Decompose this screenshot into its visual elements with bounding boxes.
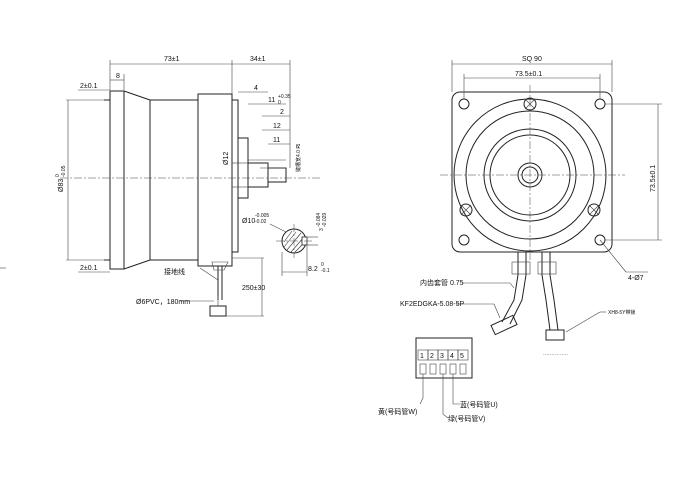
lead-cable-right: [541, 252, 551, 331]
dim-length: 73±1: [164, 56, 180, 63]
dim-pilot-dia-sup: 0: [55, 174, 61, 177]
dim-shaft-dia: Ø12: [223, 152, 230, 165]
dim-hole-spacing-h: 73.5±0.1: [515, 71, 542, 78]
mount-hole: [458, 234, 470, 246]
sleeve-label: 内齿套管 0.75: [420, 278, 464, 287]
dim-11-tol: 11: [268, 97, 275, 104]
dim-square: SQ 90: [522, 56, 542, 63]
connector-left: [490, 314, 518, 336]
dim-shaft-sec-dia: Ø10: [242, 218, 255, 225]
shaft: [247, 162, 269, 188]
pin-5: 5: [460, 353, 464, 360]
dim-pilot-dia-sub: -0.05: [61, 165, 67, 177]
dim-pilot-dia: Ø83: [58, 179, 65, 192]
dim-flat: 8.2: [308, 266, 318, 273]
motor-body: [123, 90, 233, 270]
dim-keyway-depth-sub: -0.029: [322, 213, 328, 227]
key-note: 键槽宽4.0 P: [295, 145, 302, 172]
dim-shaft-sec-dia-sup: -0.005: [255, 213, 269, 219]
dim-flat-sub: -0.1: [321, 268, 330, 274]
front-square: [451, 91, 613, 253]
dim-step-bottom: 2±0.1: [80, 265, 98, 272]
mount-hole: [594, 98, 606, 110]
connector-right-label: XH8-5Y带锁: [608, 309, 636, 316]
dim-keyway-depth: 3: [319, 228, 325, 231]
cable-length: 250±30: [242, 285, 265, 292]
dim-2: 2: [280, 109, 284, 116]
key-note-sub: -1: [296, 143, 302, 148]
side-view: 73±1 34±1 8 2±0.1 2±0.1 Ø83 0 -0.05 4 11…: [0, 56, 330, 317]
shaft-section: Ø10 -0.005 -0.02 3 -0.084 -0.029 8.2 0 -…: [242, 213, 330, 276]
dim-11-tol-sub: 0: [278, 100, 281, 106]
connector-left-label: KF2EDGKA-5.08-5P: [400, 301, 465, 308]
cable: [217, 266, 223, 300]
dim-step-top: 2±0.1: [80, 83, 98, 90]
dim-11: 11: [273, 137, 280, 144]
dim-8: 8: [116, 73, 120, 80]
connector-right: [545, 329, 565, 341]
dim-4: 4: [254, 85, 258, 92]
dim-shaft-length: 34±1: [250, 56, 266, 63]
pin-1: 1: [420, 353, 424, 360]
pin-3: 3: [440, 353, 444, 360]
screw: [459, 203, 473, 217]
dim-keyway-depth-sup: -0.084: [316, 213, 322, 227]
tiny-label-decor: ⋯⋯⋯⋯⋯: [543, 352, 568, 358]
dim-hole-spacing-v: 73.5±0.1: [650, 165, 657, 192]
wire-yellow: 黄(号码管W): [378, 407, 417, 416]
flange-left: [109, 90, 125, 270]
dim-holes: 4-Ø7: [628, 275, 644, 282]
wire-blue: 蓝(号码管U): [460, 400, 498, 409]
ground-wire-label: 接地线: [164, 267, 185, 276]
cable-label: Ø6PVC，180mm: [136, 299, 190, 306]
wire-green: 绿(号码管V): [448, 414, 485, 423]
pin-2: 2: [430, 353, 434, 360]
mount-hole: [458, 98, 470, 110]
pin-4: 4: [450, 353, 454, 360]
lead-cable-left: [501, 252, 519, 323]
connectors: 内齿套管 0.75 KF2EDGKA-5.08-5P XH8-5Y带锁 ⋯⋯⋯⋯…: [378, 252, 636, 423]
screw: [587, 203, 601, 217]
front-view: SQ 90 73.5±0.1 73.5±0.1 4-Ø7: [440, 56, 662, 282]
terminal-block: 1 2 3 4 5: [415, 337, 473, 379]
dim-11-tol-sup: +0.35: [278, 94, 291, 100]
dim-shaft-sec-dia-sub: -0.02: [255, 219, 267, 225]
dim-12: 12: [273, 123, 281, 130]
dim-flat-sup: 0: [321, 262, 324, 268]
